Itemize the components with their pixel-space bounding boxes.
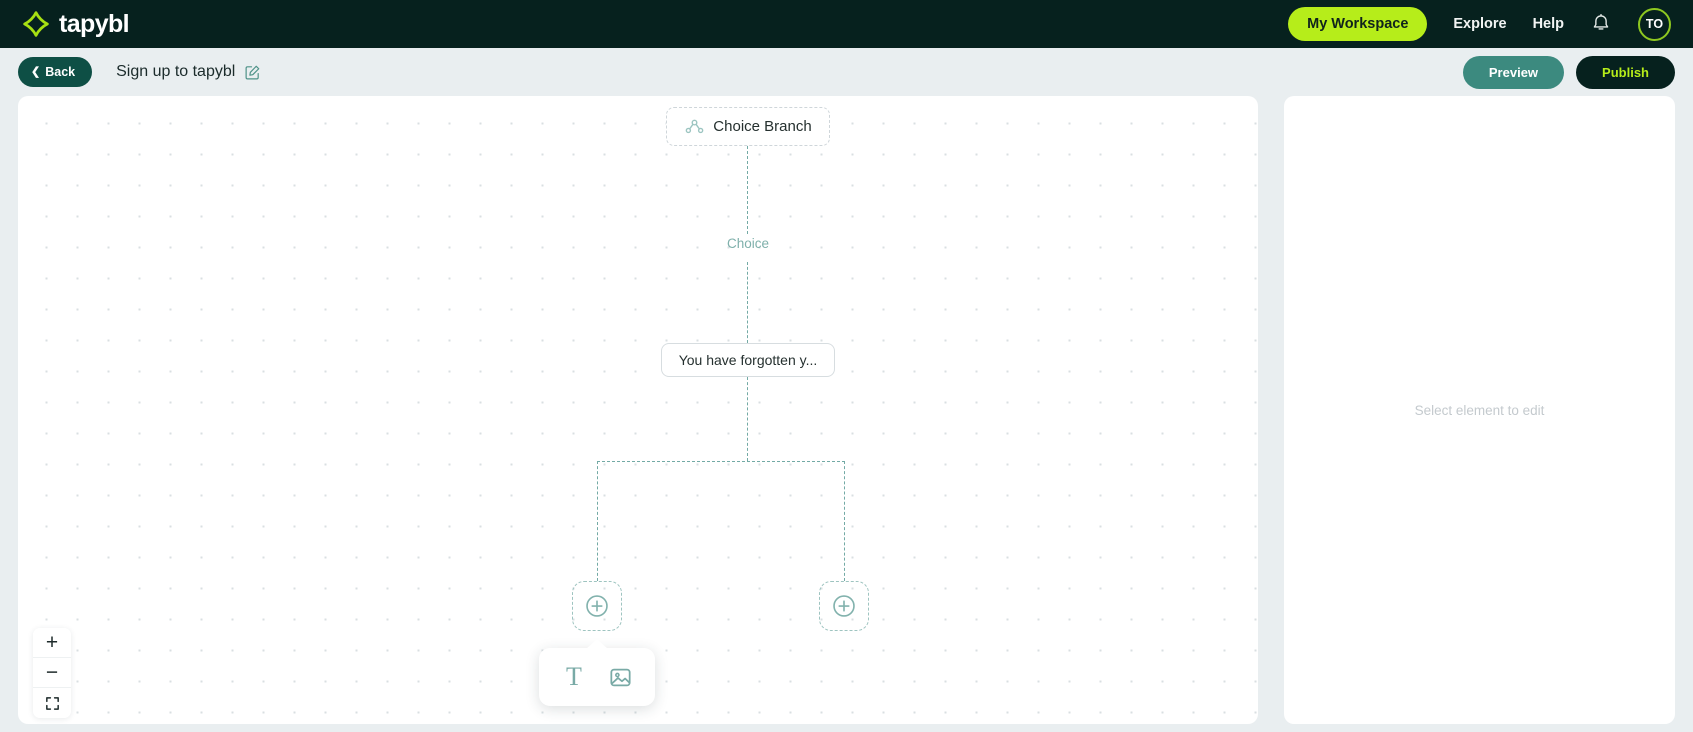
- edge-label-choice: Choice: [726, 236, 770, 251]
- back-button[interactable]: ❮ Back: [18, 57, 93, 87]
- avatar-initials: TO: [1645, 17, 1664, 31]
- node-content-card[interactable]: You have forgotten y...: [661, 343, 835, 377]
- fit-to-screen-button[interactable]: [33, 688, 71, 718]
- add-text-icon[interactable]: T: [557, 660, 591, 694]
- zoom-in-button[interactable]: +: [33, 628, 71, 658]
- page-title: Sign up to tapybl: [116, 63, 236, 80]
- publish-button[interactable]: Publish: [1576, 55, 1675, 89]
- connector-label-to-content: [747, 262, 748, 343]
- preview-button[interactable]: Preview: [1462, 55, 1565, 89]
- plus-circle-icon: [831, 593, 857, 619]
- bell-icon[interactable]: [1590, 12, 1612, 36]
- node-choice-branch-label: Choice Branch: [713, 118, 812, 135]
- image-icon: [608, 665, 633, 690]
- back-button-label: Back: [45, 65, 76, 79]
- add-element-popup: T: [539, 639, 655, 706]
- zoom-controls: + −: [33, 628, 71, 718]
- top-navigation-bar: tapybl My Workspace Explore Help TO: [0, 0, 1693, 48]
- brand-name: tapybl: [59, 9, 130, 38]
- properties-panel-empty-message: Select element to edit: [1414, 402, 1545, 418]
- properties-panel: Select element to edit: [1284, 96, 1675, 724]
- connector-to-add-right: [844, 461, 845, 581]
- branch-icon: [684, 116, 705, 137]
- connector-content-down: [747, 377, 748, 461]
- connector-to-add-left: [597, 461, 598, 581]
- workspace: Choice Branch Choice You have forgotten …: [0, 96, 1693, 732]
- flow-canvas[interactable]: Choice Branch Choice You have forgotten …: [18, 96, 1258, 724]
- avatar[interactable]: TO: [1638, 7, 1671, 41]
- editor-toolbar: ❮ Back Sign up to tapybl Preview Publish: [0, 48, 1693, 96]
- document-title-group: Sign up to tapybl: [116, 63, 261, 81]
- add-image-icon[interactable]: [603, 660, 637, 694]
- connector-branch-to-label: [747, 146, 748, 234]
- zoom-out-button[interactable]: −: [33, 658, 71, 688]
- node-content-label: You have forgotten y...: [678, 352, 818, 368]
- nav-right-group: My Workspace Explore Help TO: [1288, 7, 1671, 41]
- add-text-icon-label: T: [566, 662, 582, 691]
- brand-logo[interactable]: tapybl: [22, 9, 130, 39]
- chevron-left-icon: ❮: [31, 65, 41, 78]
- toolbar-actions: Preview Publish: [1462, 55, 1675, 89]
- nav-link-explore[interactable]: Explore: [1453, 16, 1507, 32]
- connector-split-horizontal: [597, 461, 845, 462]
- my-workspace-button[interactable]: My Workspace: [1288, 7, 1428, 41]
- fit-to-screen-icon: [44, 695, 61, 712]
- tapybl-star-icon: [22, 10, 50, 38]
- node-add-left[interactable]: [572, 581, 622, 631]
- plus-circle-icon: [584, 593, 610, 619]
- node-choice-branch[interactable]: Choice Branch: [666, 107, 830, 146]
- nav-link-help[interactable]: Help: [1532, 16, 1564, 32]
- pencil-edit-icon[interactable]: [244, 64, 261, 81]
- node-add-right[interactable]: [819, 581, 869, 631]
